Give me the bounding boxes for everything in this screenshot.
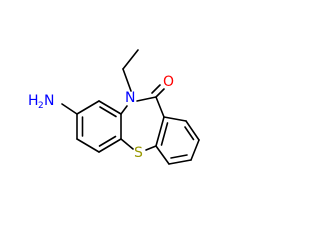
bond: [190, 139, 200, 161]
carbonyl-group: [151, 84, 165, 98]
double-bond-inner: [98, 135, 117, 147]
bond: [98, 138, 122, 153]
amine-nitrogen: N: [44, 93, 54, 109]
bond-c-nh2: [61, 103, 78, 115]
structure-canvas: N O S H 2 N: [28, 49, 200, 165]
bond: [185, 120, 200, 141]
double-bond-inner: [170, 154, 188, 159]
bond: [155, 96, 165, 118]
double-bond-inner: [99, 106, 117, 118]
double-bond-inner: [184, 126, 195, 141]
bond-n-ch2: [122, 68, 132, 92]
amine-hydrogen: H: [28, 93, 39, 109]
bond: [98, 100, 122, 115]
bond-ch2-ch3: [122, 49, 139, 70]
bond-s-c: [145, 145, 157, 151]
amine-label: H 2 N: [28, 93, 54, 111]
bond: [76, 138, 100, 153]
bond-c-o: [155, 88, 165, 98]
oxygen-label: O: [163, 74, 174, 90]
bond-c-s: [120, 138, 134, 150]
bond: [168, 159, 192, 165]
bond-c-n: [120, 105, 128, 115]
bond: [155, 145, 170, 165]
bond: [155, 116, 165, 147]
nitrogen-label: N: [125, 90, 135, 106]
bond: [76, 100, 100, 115]
sulfur-label: S: [134, 145, 143, 161]
chemical-structure: N O S H 2 N: [28, 49, 200, 165]
bond-n-c: [136, 96, 157, 102]
amine-subscript: 2: [38, 101, 44, 111]
right-benzene-ring: [155, 116, 200, 165]
left-benzene-ring: [76, 100, 122, 153]
bond: [163, 116, 187, 122]
bond-c-o-double: [151, 84, 161, 94]
double-bond-inner: [160, 122, 169, 146]
central-ring: [120, 96, 165, 151]
ethyl-group: [122, 49, 139, 92]
